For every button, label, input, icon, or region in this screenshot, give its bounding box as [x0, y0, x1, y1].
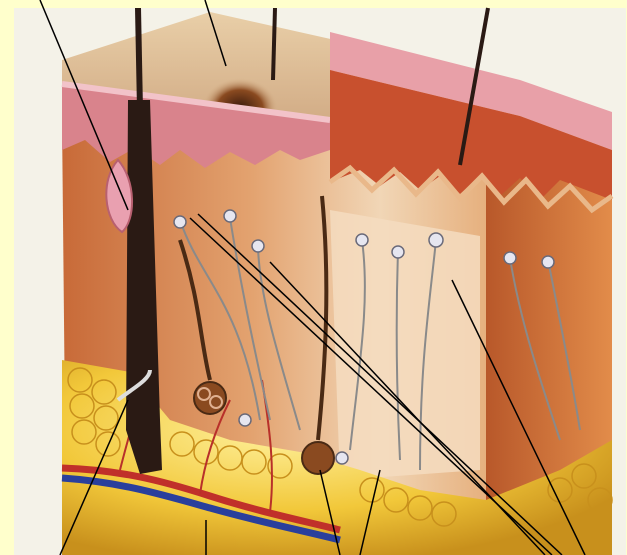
hair-shaft-2 — [273, 8, 275, 80]
hair-shaft — [138, 8, 140, 110]
papillary-dermis-light-region — [330, 210, 480, 480]
